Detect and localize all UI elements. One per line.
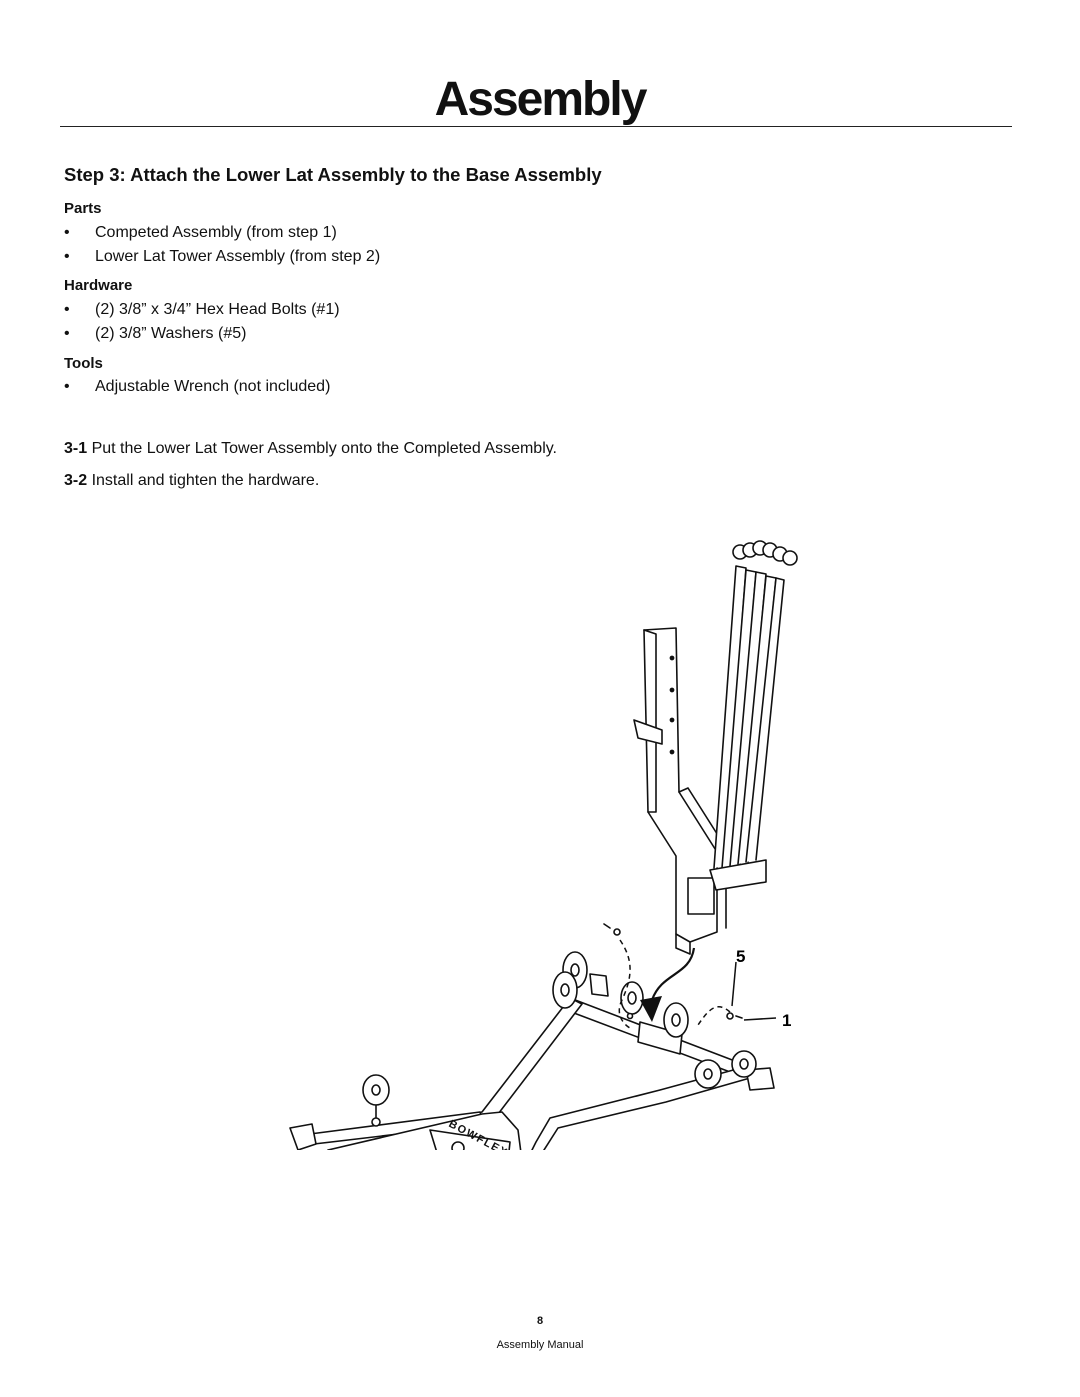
page-number: 8 <box>536 1315 544 1327</box>
hardware-parts <box>603 923 743 1020</box>
instruction-3-1: 3-1 Put the Lower Lat Tower Assembly ont… <box>64 440 557 457</box>
title-rule <box>60 126 1012 127</box>
parts-list: •Competed Assembly (from step 1) •Lower … <box>64 221 380 269</box>
bullet-icon: • <box>64 224 70 241</box>
install-paths <box>618 939 731 1029</box>
list-item: •(2) 3/8” x 3/4” Hex Head Bolts (#1) <box>64 298 340 322</box>
bullet-icon: • <box>64 378 70 395</box>
callout-washer: 5 <box>736 947 745 966</box>
list-item: •Competed Assembly (from step 1) <box>64 221 380 245</box>
list-item: •Lower Lat Tower Assembly (from step 2) <box>64 245 380 269</box>
hardware-list: •(2) 3/8” x 3/4” Hex Head Bolts (#1) •(2… <box>64 298 340 346</box>
footer-manual-name: Assembly Manual <box>496 1339 584 1351</box>
bullet-icon: • <box>64 301 70 318</box>
pulleys <box>362 951 757 1127</box>
power-rods <box>709 540 798 891</box>
placement-arrow <box>640 947 696 1022</box>
base-frame <box>289 997 775 1150</box>
assembly-diagram: 5 1 BOWFLEX <box>289 540 798 1150</box>
lower-lat-tower <box>633 627 727 955</box>
bullet-icon: • <box>64 325 70 342</box>
footplate <box>327 1111 522 1150</box>
list-item: •Adjustable Wrench (not included) <box>64 375 330 399</box>
callout-bolt: 1 <box>782 1011 791 1030</box>
tools-label: Tools <box>64 355 103 372</box>
step-heading: Step 3: Attach the Lower Lat Assembly to… <box>64 164 602 185</box>
bullet-icon: • <box>64 248 70 265</box>
hardware-label: Hardware <box>64 277 133 294</box>
instruction-3-2: 3-2 Install and tighten the hardware. <box>64 472 320 489</box>
tools-list: •Adjustable Wrench (not included) <box>64 375 330 399</box>
parts-label: Parts <box>64 200 102 217</box>
page-title: Assembly <box>434 73 648 126</box>
list-item: •(2) 3/8” Washers (#5) <box>64 322 340 346</box>
